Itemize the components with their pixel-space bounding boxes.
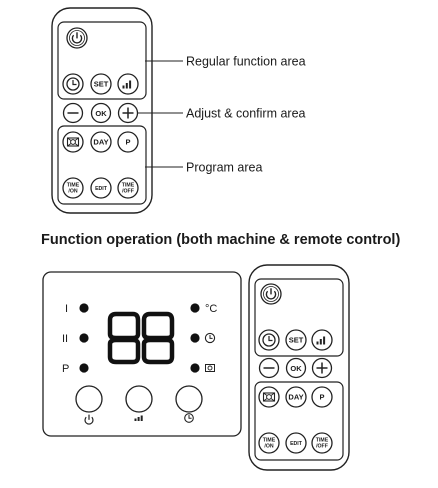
time-off-button[interactable]: TIME /OFF bbox=[311, 432, 333, 454]
edit-button[interactable]: EDIT bbox=[90, 177, 112, 199]
program-area bbox=[254, 381, 344, 461]
power-button[interactable] bbox=[66, 27, 88, 49]
timer-button[interactable] bbox=[258, 329, 280, 351]
p-label: P bbox=[125, 138, 130, 147]
remote-control-top: SET OK bbox=[51, 7, 153, 214]
indicator-led-1 bbox=[79, 303, 89, 313]
callout-adjust: Adjust & confirm area bbox=[186, 107, 306, 121]
plus-icon bbox=[316, 362, 328, 374]
time-off-button[interactable]: TIME /OFF bbox=[117, 177, 139, 199]
edit-label: EDIT bbox=[290, 441, 303, 447]
set-button[interactable]: SET bbox=[90, 73, 112, 95]
power-icon bbox=[265, 288, 277, 300]
set-label: SET bbox=[94, 80, 109, 89]
power-button[interactable] bbox=[260, 283, 282, 305]
program-area bbox=[57, 125, 147, 205]
section-heading: Function operation (both machine & remot… bbox=[41, 232, 400, 248]
minus-button[interactable] bbox=[62, 102, 84, 124]
minus-button[interactable] bbox=[258, 357, 280, 379]
program-mode-icon bbox=[205, 364, 215, 372]
time-off-label-2: /OFF bbox=[122, 189, 134, 195]
program-mode-icon bbox=[66, 137, 80, 147]
p-button[interactable]: P bbox=[117, 131, 139, 153]
edit-label: EDIT bbox=[95, 186, 108, 192]
celsius-label: °C bbox=[205, 303, 217, 315]
edit-button[interactable]: EDIT bbox=[285, 432, 307, 454]
mode-button[interactable] bbox=[62, 131, 84, 153]
p-label: P bbox=[319, 393, 324, 402]
program-led bbox=[190, 363, 200, 373]
clock-icon bbox=[184, 413, 194, 423]
signal-bars-icon bbox=[122, 80, 132, 89]
mode-button[interactable] bbox=[258, 386, 280, 408]
day-label: DAY bbox=[288, 393, 303, 402]
panel-timer-button[interactable] bbox=[175, 385, 203, 413]
indicator-led-2 bbox=[79, 333, 89, 343]
time-on-button[interactable]: TIME /ON bbox=[62, 177, 84, 199]
time-on-label-2: /ON bbox=[68, 189, 77, 195]
indicator-label-3: P bbox=[62, 363, 69, 375]
clock-icon bbox=[66, 77, 80, 91]
indicator-led-3 bbox=[79, 363, 89, 373]
indicator-label-1: I bbox=[65, 303, 68, 315]
p-button[interactable]: P bbox=[311, 386, 333, 408]
remote-control-bottom: SET OK bbox=[248, 264, 350, 471]
level-button[interactable] bbox=[117, 73, 139, 95]
signal-bars-icon bbox=[134, 415, 143, 421]
time-off-label-1: TIME bbox=[122, 183, 135, 189]
ok-button[interactable]: OK bbox=[90, 102, 112, 124]
set-button[interactable]: SET bbox=[285, 329, 307, 351]
plus-button[interactable] bbox=[311, 357, 333, 379]
program-mode-icon bbox=[262, 392, 276, 402]
timer-button[interactable] bbox=[62, 73, 84, 95]
clock-icon bbox=[262, 333, 276, 347]
time-on-label-2: /ON bbox=[264, 444, 273, 450]
panel-level-button[interactable] bbox=[125, 385, 153, 413]
clock-icon bbox=[204, 332, 216, 344]
plus-button[interactable] bbox=[117, 102, 139, 124]
day-button[interactable]: DAY bbox=[285, 386, 307, 408]
time-off-label-2: /OFF bbox=[316, 444, 328, 450]
time-on-label-1: TIME bbox=[67, 183, 80, 189]
ok-label: OK bbox=[95, 109, 107, 118]
seven-segment-display bbox=[107, 311, 175, 365]
regular-function-area bbox=[254, 278, 344, 357]
day-label: DAY bbox=[93, 138, 108, 147]
time-on-button[interactable]: TIME /ON bbox=[258, 432, 280, 454]
celsius-led bbox=[190, 303, 200, 313]
signal-bars-icon bbox=[316, 336, 326, 345]
timer-led bbox=[190, 333, 200, 343]
level-button[interactable] bbox=[311, 329, 333, 351]
plus-icon bbox=[122, 107, 134, 119]
set-label: SET bbox=[289, 336, 304, 345]
power-icon bbox=[84, 414, 94, 425]
power-icon bbox=[71, 32, 83, 44]
time-off-label-1: TIME bbox=[316, 438, 329, 444]
indicator-label-2: II bbox=[62, 333, 68, 345]
ok-label: OK bbox=[290, 364, 302, 373]
day-button[interactable]: DAY bbox=[90, 131, 112, 153]
machine-control-panel: I II P °C bbox=[42, 271, 242, 437]
ok-button[interactable]: OK bbox=[285, 357, 307, 379]
time-on-label-1: TIME bbox=[263, 438, 276, 444]
callout-program: Program area bbox=[186, 161, 262, 175]
callout-regular: Regular function area bbox=[186, 55, 306, 69]
panel-power-button[interactable] bbox=[75, 385, 103, 413]
